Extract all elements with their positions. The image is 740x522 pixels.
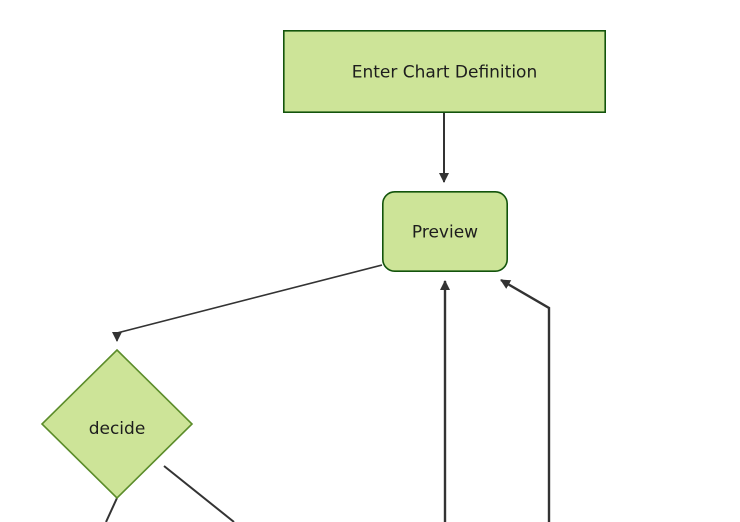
node-preview[interactable]: Preview bbox=[381, 191, 508, 273]
edge-decide-down-right bbox=[163, 465, 235, 522]
edge-layer bbox=[105, 113, 551, 522]
node-decide-shape[interactable] bbox=[40, 348, 194, 500]
node-preview-label: Preview bbox=[412, 223, 478, 243]
node-enter-chart-definition[interactable]: Enter Chart Definition bbox=[282, 29, 606, 114]
edge-return-right-to-preview bbox=[500, 278, 551, 522]
node-decide[interactable]: decide bbox=[40, 348, 194, 500]
node-preview-shape[interactable] bbox=[381, 191, 508, 273]
edge-preview-to-decide bbox=[112, 264, 383, 342]
node-decide-label: decide bbox=[89, 419, 146, 439]
edge-decide-down-left bbox=[105, 497, 118, 522]
node-enter-chart-definition-label: Enter Chart Definition bbox=[352, 63, 537, 83]
node-enter-chart-definition-shape[interactable] bbox=[282, 29, 606, 114]
